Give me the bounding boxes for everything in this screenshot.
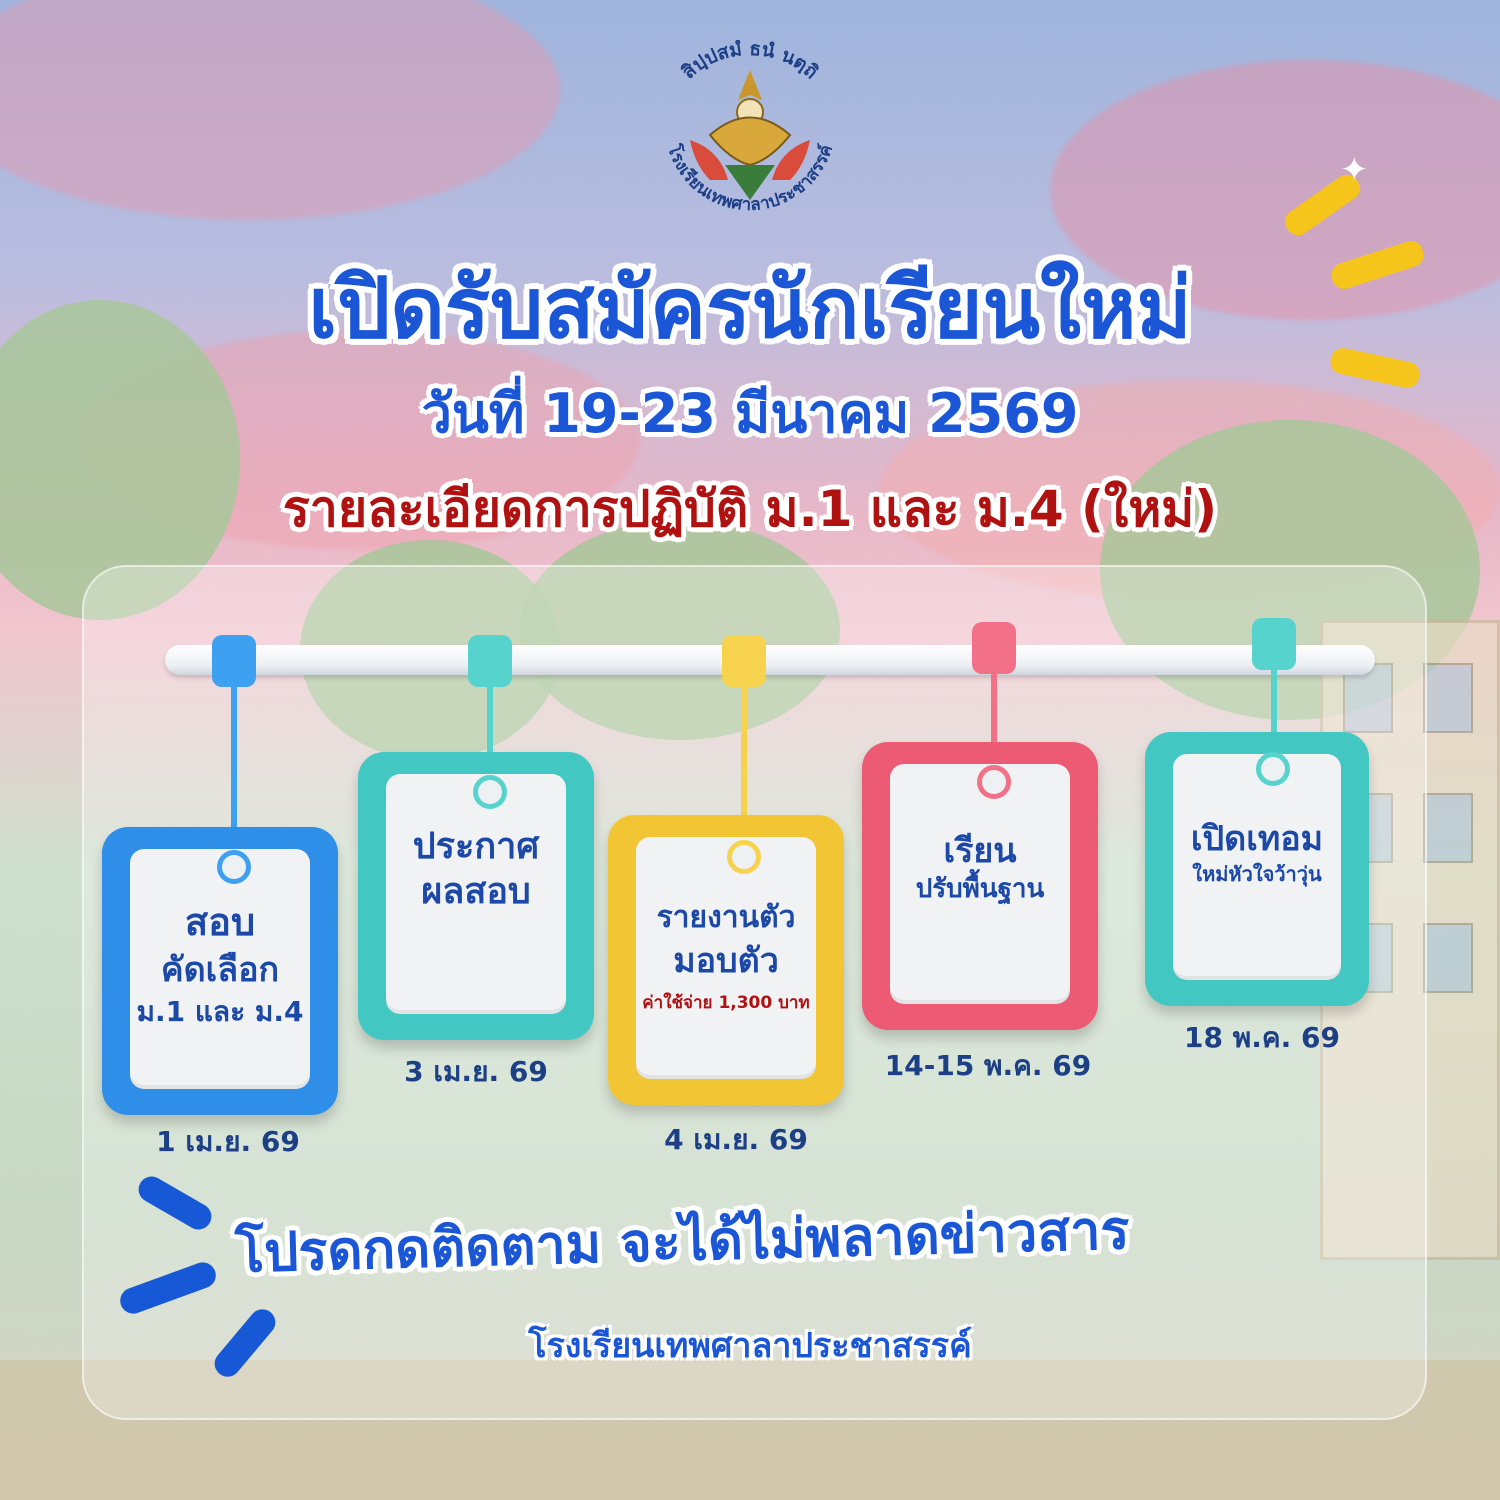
timeline-card-announce-results: ประกาศ ผลสอบ: [358, 752, 594, 1040]
registration-date: วันที่ 19-23 มีนาคม 2569: [421, 382, 1079, 445]
card-title: เปิดเทอม: [1190, 819, 1324, 859]
card-title: ประกาศ: [412, 826, 540, 867]
card-title: สอบ: [184, 900, 256, 944]
sparkle-icon: ✦: [1340, 150, 1369, 190]
card-ring: [217, 850, 251, 884]
card-string: [487, 685, 493, 780]
card-line2: ใหม่หัวใจว้าวุ่น: [1192, 862, 1322, 887]
thai-deity-emblem-icon: สิปฺปสมํ ธนํ นตฺถิ โรงเรียนเทพศาลาประชาส…: [663, 38, 837, 215]
timeline-date: 1 เม.ย. 69: [156, 1125, 300, 1158]
card-line2: ผลสอบ: [421, 871, 531, 913]
card-line3: ม.1 และ ม.4: [136, 994, 304, 1028]
card-clip: [212, 635, 256, 687]
card-clip: [722, 635, 766, 687]
page-title: เปิดรับสมัครนักเรียนใหม่: [308, 259, 1192, 357]
card-string: [741, 685, 747, 840]
timeline-date: 3 เม.ย. 69: [404, 1055, 548, 1088]
card-ring: [727, 840, 761, 874]
card-clip: [468, 635, 512, 687]
page-subtitle: รายละเอียดการปฏิบัติ ม.1 และ ม.4 (ใหม่): [282, 480, 1218, 538]
hanging-rod: [165, 645, 1375, 675]
cloud-decoration: [0, 0, 560, 220]
timeline-date: 18 พ.ค. 69: [1184, 1021, 1340, 1054]
card-title: รายงานตัว: [656, 900, 796, 935]
timeline-card-report-in: รายงานตัว มอบตัว ค่าใช้จ่าย 1,300 บาท: [608, 815, 844, 1105]
card-string: [231, 685, 237, 845]
card-ring: [473, 775, 507, 809]
card-ring: [1256, 752, 1290, 786]
card-clip: [972, 622, 1016, 674]
timeline-date: 14-15 พ.ค. 69: [884, 1049, 1092, 1082]
card-clip: [1252, 618, 1296, 670]
school-name: โรงเรียนเทพศาลาประชาสรรค์: [528, 1326, 972, 1366]
card-string: [1271, 668, 1277, 758]
card-note: ค่าใช้จ่าย 1,300 บาท: [642, 992, 810, 1013]
card-ring: [977, 765, 1011, 799]
card-line2: มอบตัว: [673, 940, 779, 981]
card-string: [991, 672, 997, 767]
card-title: เรียน: [943, 831, 1017, 871]
school-logo: สิปฺปสมํ ธนํ นตฺถิ โรงเรียนเทพศาลาประชาส…: [650, 38, 850, 215]
card-line2: คัดเลือก: [160, 949, 280, 990]
card-line2: ปรับพื้นฐาน: [915, 874, 1045, 905]
timeline-date: 4 เม.ย. 69: [664, 1123, 808, 1156]
timeline-card-new-term: เปิดเทอม ใหม่หัวใจว้าวุ่น: [1145, 732, 1369, 1006]
timeline-card-foundation-class: เรียน ปรับพื้นฐาน: [862, 742, 1098, 1030]
